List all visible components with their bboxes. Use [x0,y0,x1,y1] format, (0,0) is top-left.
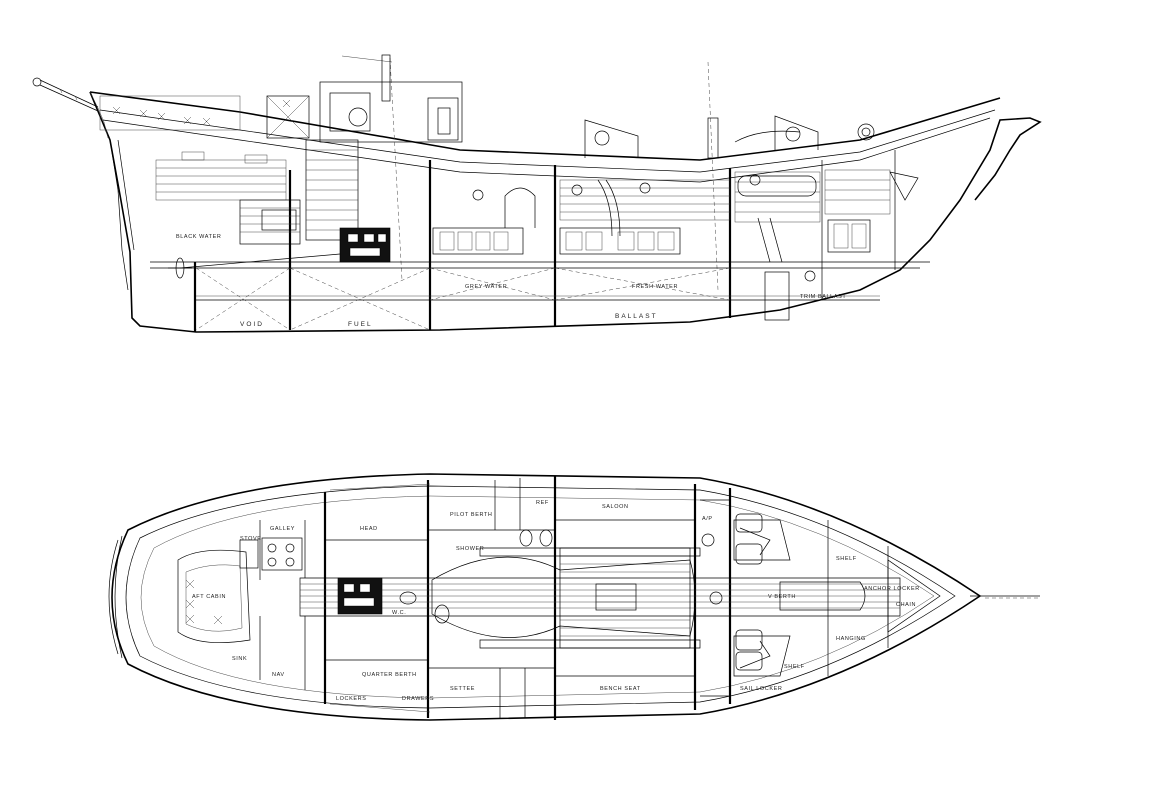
label-sail-locker: SAIL LOCKER [740,686,782,692]
windlass-icon [857,123,875,141]
profile-view: BLACK WATER GREY WATER FRESH WATER TRIM … [32,54,1042,333]
label-black-water: BLACK WATER [176,234,221,240]
label-fuel: FUEL [348,321,373,328]
label-aft-cabin: AFT CABIN [192,594,226,600]
mizzen-mast [389,57,403,281]
boomkin [32,77,99,112]
porthole-icon [348,107,368,127]
plan-partitions [259,478,730,718]
pilothouse [319,81,463,143]
cabin-sole [299,547,901,649]
label-chain: CHAIN [896,602,916,608]
forward-hatch [774,115,819,150]
label-ref: REF [536,500,549,506]
label-galley: GALLEY [270,526,295,532]
label-shelf: SHELF [836,556,857,562]
ventilator-icon [594,130,610,146]
stern-locker-panels [99,95,291,131]
label-shelf-2: SHELF [784,664,805,670]
aft-doghouse [266,95,310,139]
portholes [181,151,761,201]
label-ballast: BALLAST [615,313,658,320]
plan-bulkheads [323,476,889,720]
saloon-table [431,556,696,638]
label-nav: NAV [272,672,285,678]
label-trim-ballast: TRIM BALLAST [800,294,846,300]
anchor-locker [887,559,941,633]
label-head: HEAD [360,526,378,532]
joinery-paneling [155,159,891,223]
v-berth [733,513,866,677]
engine [179,227,391,269]
plan-hull-outline [111,473,982,721]
label-drawers: DRAWERS [402,696,434,702]
tank-diagonals [195,267,731,331]
pilothouse-window [329,92,371,132]
label-grey-water: GREY WATER [465,284,507,290]
label-settee: SETTEE [450,686,475,692]
label-ap: A/P [702,516,713,522]
label-anchor-locker: ANCHOR LOCKER [864,586,920,592]
deck-line [99,109,996,173]
label-bench-seat: BENCH SEAT [600,686,641,692]
thru-hull-icon [804,270,816,282]
profile-hull-outline [89,91,1042,333]
label-quarter-berth: QUARTER BERTH [362,672,417,678]
main-mast [707,61,719,291]
label-wc: W.C. [392,610,406,616]
sheer-line [89,91,1001,161]
plan-view: AFT CABIN GALLEY NAV HEAD QUARTER BERTH … [108,473,1040,721]
label-hanging: HANGING [836,636,866,642]
label-void: VOID [240,321,264,328]
label-saloon: SALOON [602,504,629,510]
label-fresh-water: FRESH WATER [632,284,678,290]
aft-cabin-berth [177,549,251,644]
label-pilot-berth: PILOT BERTH [450,512,492,518]
label-stove: STOVE [240,536,262,542]
profile-cabinetry [432,175,871,263]
companionway-stairs [239,139,359,245]
propeller-icon [168,257,192,279]
label-shower: SHOWER [456,546,484,552]
label-lockers: LOCKERS [336,696,367,702]
label-v-berth: V BERTH [768,594,796,600]
galley-stove-icon [239,537,303,571]
engine-plan-icon [337,577,383,615]
toilet-icon [399,591,417,605]
label-sink: SINK [232,656,247,662]
companion-hatch [584,119,639,158]
